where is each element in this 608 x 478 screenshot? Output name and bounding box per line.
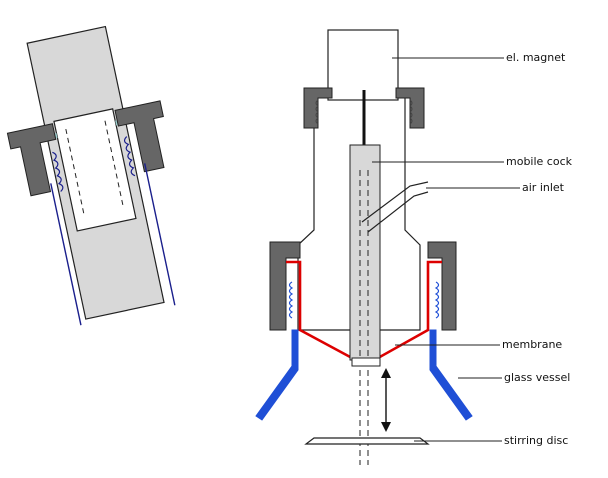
- label-mobile-cock: mobile cock: [506, 155, 573, 168]
- stirring-disc: [304, 437, 430, 445]
- upper-cap-left: [303, 87, 333, 129]
- upper-cap-right: [395, 87, 425, 129]
- main-apparatus: [255, 29, 473, 465]
- cap-right: [114, 100, 165, 173]
- lower-cap-right: [427, 241, 457, 331]
- label-stirring-disc: stirring disc: [504, 434, 568, 447]
- leader-lines: [372, 57, 520, 442]
- vessel-line-right: [144, 163, 176, 306]
- coupling: [53, 108, 137, 232]
- air-inlet-tube: [361, 181, 429, 223]
- connector-detail: [6, 25, 176, 326]
- label-el-magnet: el. magnet: [506, 51, 566, 64]
- vessel-line-left: [50, 183, 82, 326]
- motion-arrow: [381, 368, 391, 432]
- mobile-cock: [349, 144, 381, 361]
- glass-vessel-right: [429, 329, 473, 421]
- shaft-tip: [351, 357, 381, 367]
- label-glass-vessel: glass vessel: [504, 371, 570, 384]
- magnet-housing: [327, 29, 399, 101]
- label-air-inlet: air inlet: [522, 181, 565, 194]
- lower-cap-left: [269, 241, 301, 331]
- cap-left: [6, 123, 57, 197]
- thread-left: [52, 151, 64, 192]
- glass-vessel-left: [255, 329, 299, 421]
- label-membrane: membrane: [502, 338, 562, 351]
- thread-right: [123, 136, 136, 177]
